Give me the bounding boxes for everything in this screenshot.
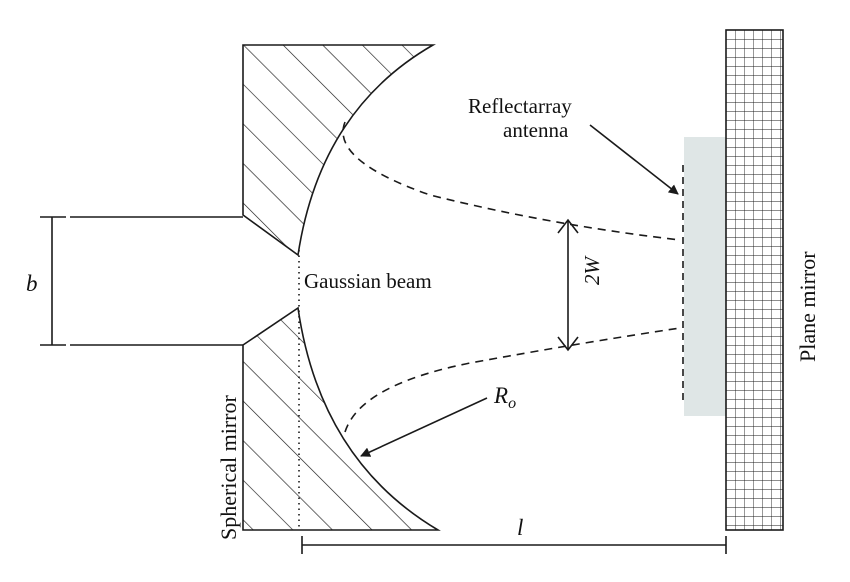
reflectarray-label-line2: antenna [503,118,569,142]
beam-width-arrow-down [557,336,579,352]
length-label: l [517,515,523,540]
b-dimension [40,216,66,346]
lower-spherical-mirror [242,306,441,531]
radius-label: Ro [493,383,516,412]
radius-label-sub: o [508,395,516,412]
reflectarray-callout-arrow [589,124,679,195]
b-label: b [26,271,38,296]
plane-mirror-label: Plane mirror [795,251,820,362]
beam-width-label: 2W [580,255,604,286]
spherical-mirror-label: Spherical mirror [216,395,241,540]
reflectarray-panel [684,137,726,416]
reflectarray-label-line1: Reflectarray [468,94,572,118]
beam-envelope-top [342,121,681,241]
radius-callout-arrow [360,397,488,457]
beam-width-arrow-up [557,218,579,234]
upper-spherical-mirror [242,44,436,257]
l-dimension [301,536,727,554]
beam-envelope-bottom [344,327,681,433]
radius-label-main: R [493,383,508,408]
plane-mirror-grid [725,29,784,531]
gaussian-beam-label: Gaussian beam [304,269,432,293]
